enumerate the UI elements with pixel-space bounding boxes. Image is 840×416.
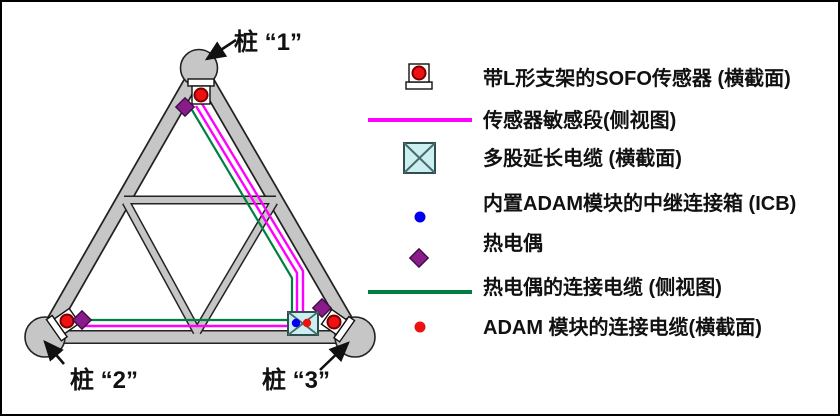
bracket-flange (405, 81, 433, 90)
icb-dot-icon (291, 318, 301, 328)
adam-cable-dot-icon (414, 321, 426, 333)
truss-structure (24, 48, 376, 358)
legend-label-thermo-cable: 热电偶的连接电缆 (侧视图) (483, 275, 722, 299)
sofo-core (59, 313, 75, 329)
legend-label-extension-cable: 多股延长电缆 (横截面) (483, 146, 682, 170)
sofo-sensor-pile1 (187, 78, 215, 105)
sofo-core (326, 314, 342, 330)
legend: 带L形支架的SOFO传感器 (横截面) 传感器敏感段(侧视图) 多股延长电缆 (… (368, 63, 796, 339)
sofo-sensor-icon (405, 63, 433, 90)
sensor-line-outer (199, 101, 305, 313)
thermo-cable-path (191, 109, 294, 313)
pile-2-arrow (43, 340, 65, 365)
pile-1-arrow (204, 38, 237, 61)
legend-label-icb: 内置ADAM模块的中继连接箱 (ICB) (483, 191, 796, 215)
pile-1-label: 桩 “1” (234, 28, 302, 56)
thermocouple-pile2 (71, 309, 93, 331)
cables (84, 101, 305, 328)
thermocouple-diamond (408, 247, 430, 269)
thermocouple-icon (71, 309, 93, 331)
extension-cable-icon (403, 142, 436, 174)
adam-cable-dot-icon (302, 318, 312, 328)
inner-right-diagonal (194, 200, 277, 334)
pile-3-arrow (319, 341, 350, 371)
sofo-core (411, 65, 427, 81)
left-strut (39, 64, 205, 341)
icb-dot-icon (414, 211, 426, 223)
extension-cable-box (287, 311, 319, 336)
bracket-flange (187, 78, 215, 87)
thermocouple-icon (408, 247, 430, 269)
sofo-core (193, 87, 209, 103)
sofo-sensor-pile2 (45, 307, 81, 342)
legend-label-sensor-segment: 传感器敏感段(侧视图) (482, 108, 676, 132)
devices (45, 78, 356, 343)
pile-2-label: 桩 “2” (70, 366, 138, 394)
sensor-line-inner (194, 105, 299, 313)
right-strut (193, 64, 361, 341)
thermocouple-icon (174, 96, 196, 118)
cable-box-x-icon (403, 142, 436, 174)
legend-label-adam-cable: ADAM 模块的连接电缆(横截面) (483, 315, 762, 339)
legend-label-thermocouple: 热电偶 (483, 231, 543, 255)
annotations: 桩 “1” 桩 “2” 桩 “3” (43, 28, 350, 394)
legend-label-sofo: 带L形支架的SOFO传感器 (横截面) (483, 66, 791, 90)
inner-left-diagonal (123, 200, 200, 334)
pile-3-label: 桩 “3” (262, 366, 330, 394)
sofo-sensor-pile3 (320, 308, 356, 343)
thermocouple-pile1 (174, 96, 196, 118)
